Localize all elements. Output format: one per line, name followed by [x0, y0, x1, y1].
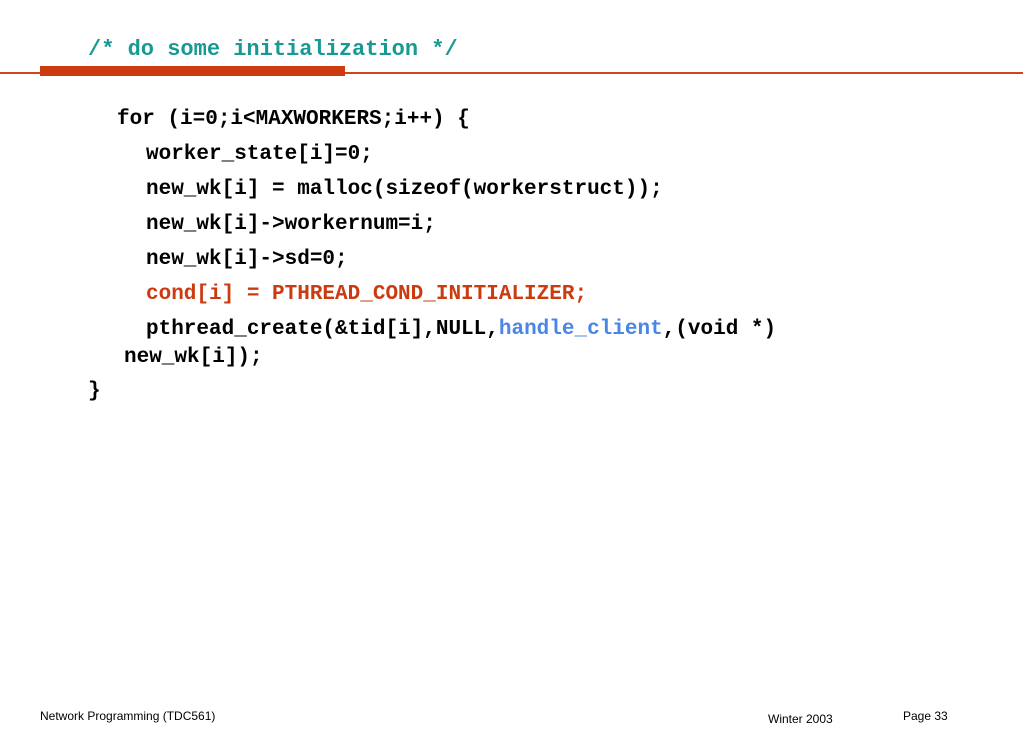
code-void-cast: ,(void *) — [662, 318, 777, 341]
code-line-closing-brace: } — [88, 380, 101, 403]
code-line-malloc: new_wk[i] = malloc(sizeof(workerstruct))… — [146, 178, 663, 201]
title-underline — [0, 72, 1023, 74]
title-accent-bar — [40, 66, 345, 76]
code-line-pthread-create: pthread_create(&tid[i],NULL,handle_clien… — [146, 315, 776, 345]
code-line-cond-initializer: cond[i] = PTHREAD_COND_INITIALIZER; — [146, 283, 588, 306]
code-pthread-create-call: pthread_create(&tid[i],NULL, — [146, 318, 499, 341]
code-line-worker-state: worker_state[i]=0; — [146, 143, 373, 166]
code-handle-client-function: handle_client — [498, 318, 663, 341]
code-line-new-wk-arg: new_wk[i]); — [124, 346, 263, 369]
slide-title: /* do some initialization */ — [88, 37, 458, 62]
footer-term: Winter 2003 — [768, 712, 833, 726]
code-line-sd: new_wk[i]->sd=0; — [146, 248, 348, 271]
footer-course-title: Network Programming (TDC561) — [40, 709, 216, 723]
footer-page-number: Page 33 — [903, 709, 948, 723]
code-line-for-loop: for (i=0;i<MAXWORKERS;i++) { — [117, 108, 470, 131]
code-line-workernum: new_wk[i]->workernum=i; — [146, 213, 436, 236]
